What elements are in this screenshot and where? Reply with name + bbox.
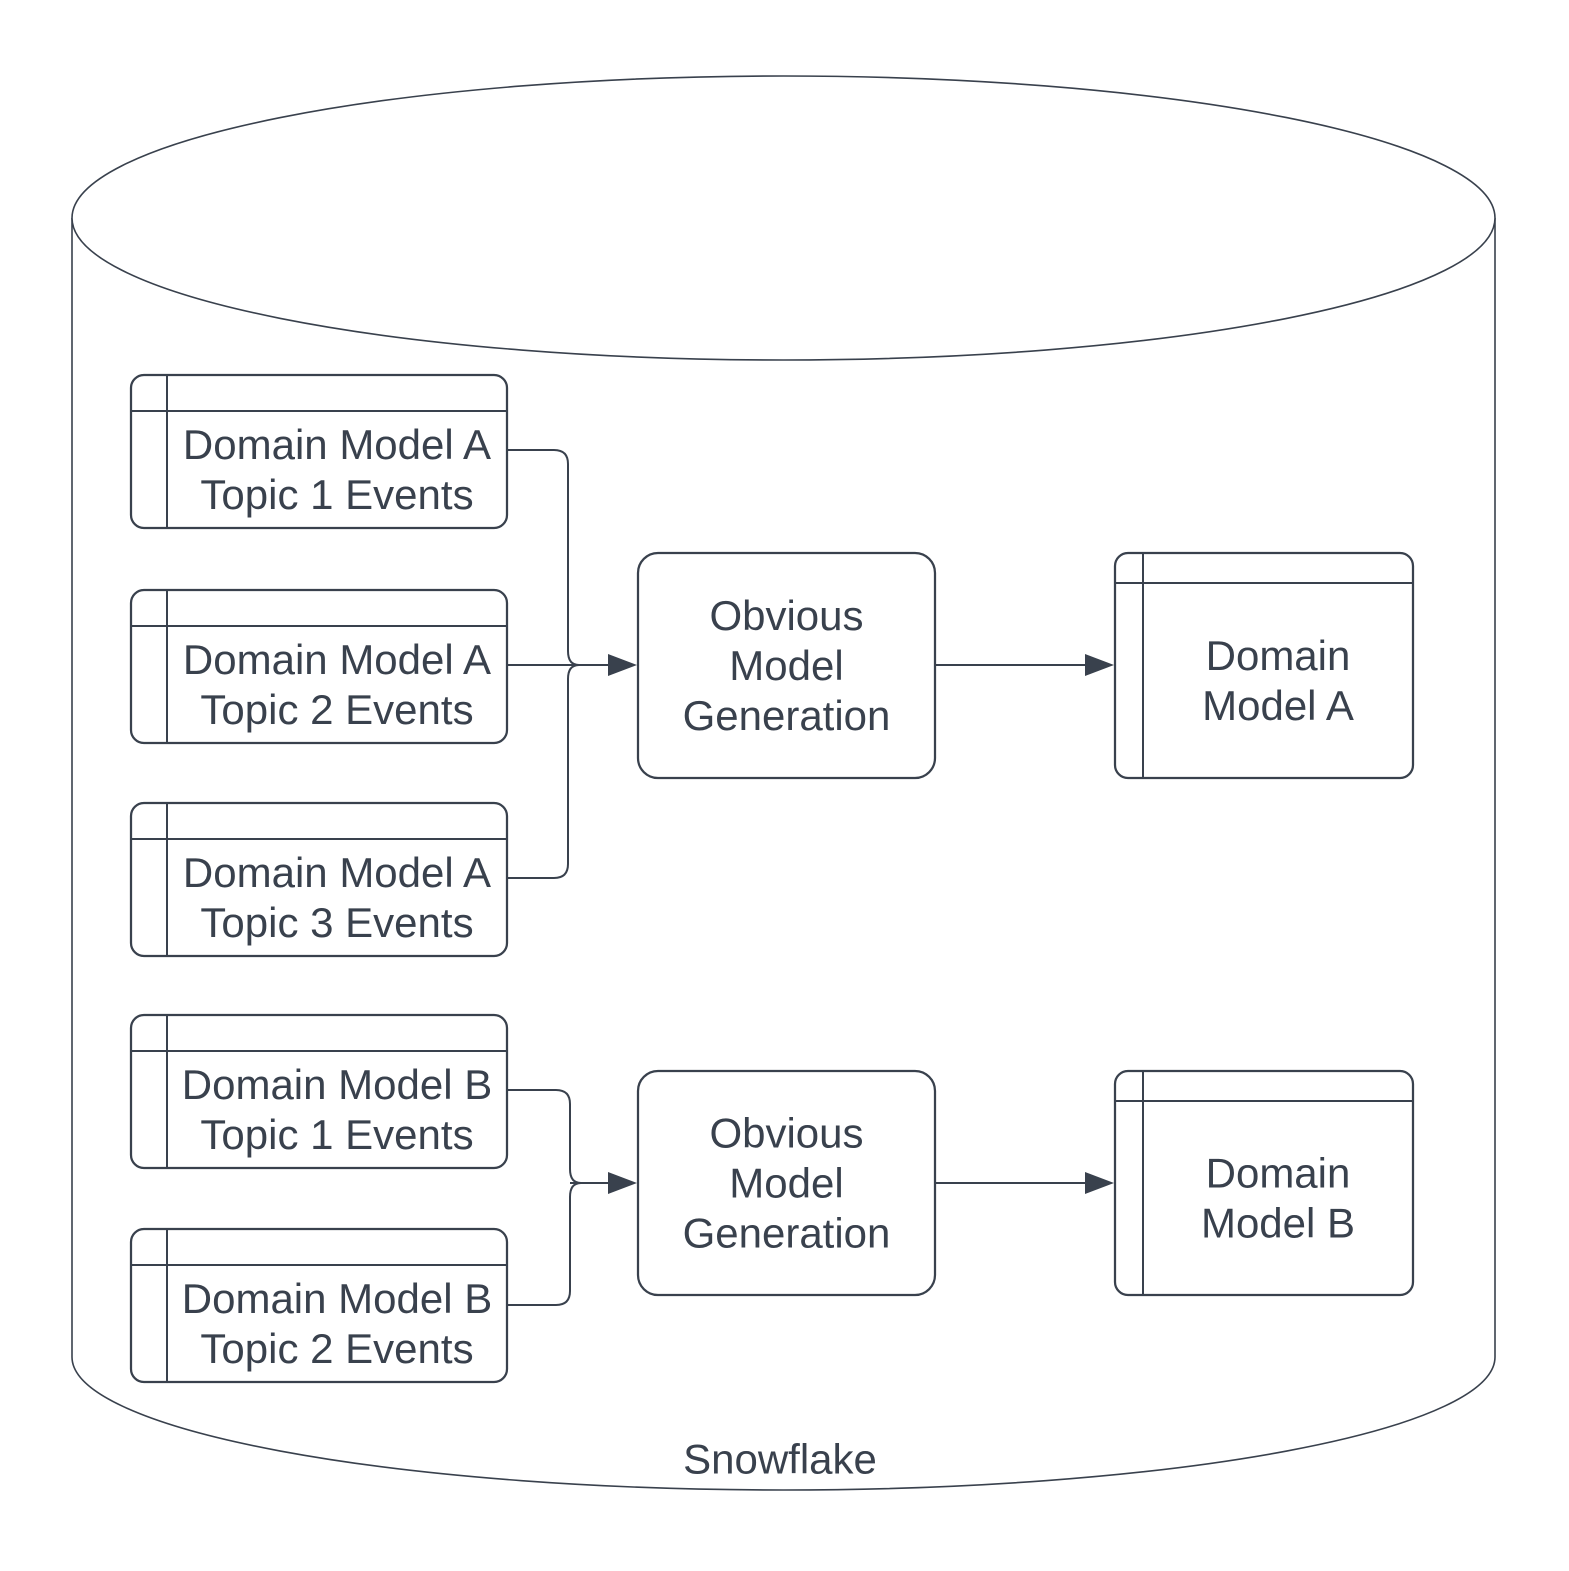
- node-model-a-label-line1: Domain: [1206, 632, 1351, 679]
- node-topic-b2-label-line2: Topic 2 Events: [200, 1325, 473, 1372]
- node-topic-b1-label-line1: Domain Model B: [182, 1061, 492, 1108]
- node-topic-a3-label-line1: Domain Model A: [183, 849, 491, 896]
- arrowhead-into-model-b: [1085, 1172, 1114, 1194]
- node-topic-a1-label-line2: Topic 1 Events: [200, 471, 473, 518]
- node-topic-a3: Domain Model A Topic 3 Events: [129, 801, 509, 958]
- node-topic-a2-label-line2: Topic 2 Events: [200, 686, 473, 733]
- edge-topic-a3-to-merge: [507, 664, 580, 879]
- node-topic-b1-label-line2: Topic 1 Events: [200, 1111, 473, 1158]
- node-generation-b: Obvious Model Generation: [636, 1069, 937, 1297]
- arrowhead-into-model-a: [1085, 654, 1114, 676]
- edge-topic-a1-to-merge: [507, 449, 580, 666]
- node-topic-a1-label-line1: Domain Model A: [183, 421, 491, 468]
- node-generation-a-label-line3: Generation: [683, 692, 891, 739]
- node-topic-a1: Domain Model A Topic 1 Events: [129, 373, 509, 530]
- node-generation-a-label-line2: Model: [729, 642, 843, 689]
- node-topic-b2: Domain Model B Topic 2 Events: [129, 1227, 509, 1384]
- node-model-a-label-line2: Model A: [1202, 682, 1354, 729]
- node-model-b-label-line1: Domain: [1206, 1150, 1351, 1197]
- arrowhead-into-generation-a: [608, 654, 637, 676]
- node-topic-a2: Domain Model A Topic 2 Events: [129, 588, 509, 745]
- node-topic-b2-label-line1: Domain Model B: [182, 1275, 492, 1322]
- node-generation-b-label-line1: Obvious: [709, 1110, 863, 1157]
- node-model-b-label-line2: Model B: [1201, 1200, 1355, 1247]
- edge-topic-b1-to-merge: [507, 1089, 582, 1184]
- node-topic-a2-label-line1: Domain Model A: [183, 636, 491, 683]
- cylinder-label: Snowflake: [683, 1436, 877, 1483]
- node-topic-a3-label-line2: Topic 3 Events: [200, 899, 473, 946]
- node-model-a: Domain Model A: [1113, 551, 1415, 780]
- node-topic-b1: Domain Model B Topic 1 Events: [129, 1013, 509, 1170]
- arrowhead-into-generation-b: [608, 1172, 637, 1194]
- node-generation-b-label-line3: Generation: [683, 1210, 891, 1257]
- cylinder-top-ellipse: [71, 75, 1496, 361]
- edges-group-b: [507, 1089, 1114, 1306]
- node-generation-a-label-line1: Obvious: [709, 592, 863, 639]
- node-model-b: Domain Model B: [1113, 1069, 1415, 1297]
- edges-group-a: [507, 449, 1114, 879]
- node-generation-a: Obvious Model Generation: [636, 551, 937, 780]
- edge-topic-b2-to-merge: [507, 1182, 582, 1306]
- node-generation-b-label-line2: Model: [729, 1160, 843, 1207]
